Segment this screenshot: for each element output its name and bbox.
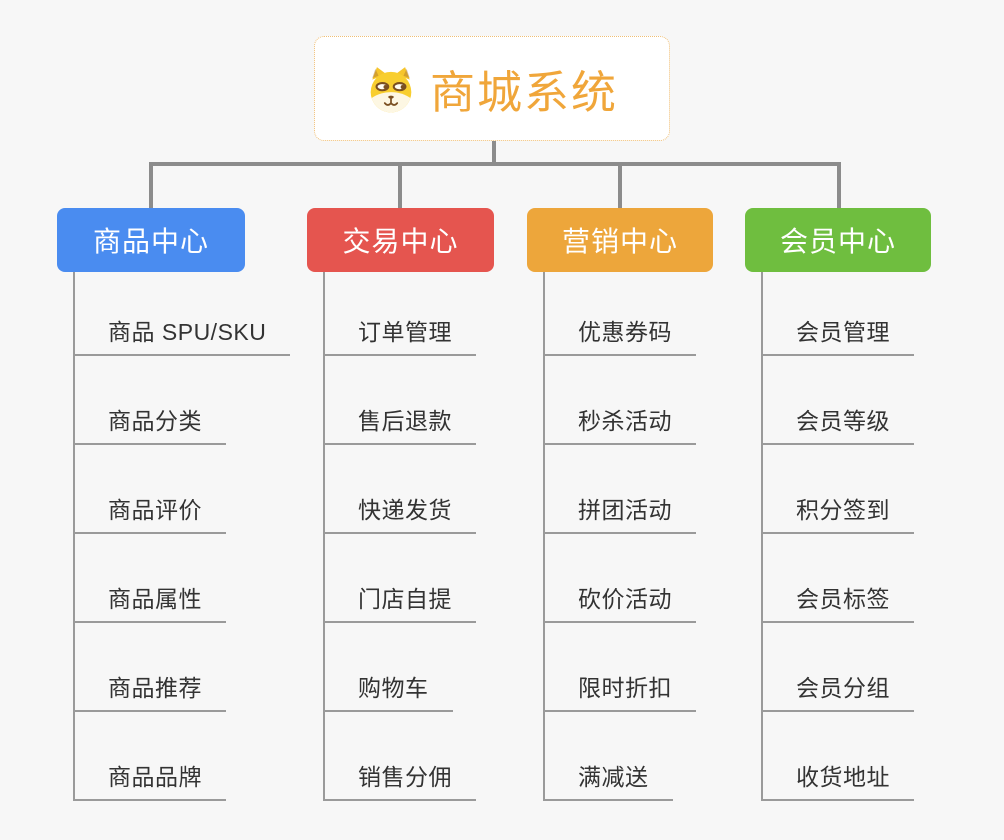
mindmap-item[interactable]: 拼团活动 xyxy=(545,445,696,534)
mindmap-item[interactable]: 售后退款 xyxy=(325,356,476,445)
mindmap-item[interactable]: 满减送 xyxy=(545,712,673,801)
branch-children-member-center: 会员管理 会员等级 积分签到 会员标签 会员分组 收货地址 xyxy=(761,272,914,801)
connector-drop-marketing xyxy=(618,166,622,208)
connector-drop-products xyxy=(149,166,153,208)
mindmap-item[interactable]: 购物车 xyxy=(325,623,453,712)
connector-drop-trade xyxy=(398,166,402,208)
mindmap-item[interactable]: 会员分组 xyxy=(763,623,914,712)
branch-node-product-center[interactable]: 商品中心 xyxy=(57,208,245,272)
mindmap-item[interactable]: 会员管理 xyxy=(763,272,914,356)
branch-node-member-center[interactable]: 会员中心 xyxy=(745,208,931,272)
mindmap-item[interactable]: 销售分佣 xyxy=(325,712,476,801)
mindmap-item[interactable]: 会员等级 xyxy=(763,356,914,445)
shiba-dog-icon xyxy=(370,66,412,112)
mindmap-item[interactable]: 砍价活动 xyxy=(545,534,696,623)
mindmap-item[interactable]: 限时折扣 xyxy=(545,623,696,712)
branch-label: 会员中心 xyxy=(779,226,896,257)
branch-node-trade-center[interactable]: 交易中心 xyxy=(307,208,494,272)
branch-label: 交易中心 xyxy=(342,226,459,257)
branch-label: 商品中心 xyxy=(92,226,209,257)
mindmap-item[interactable]: 门店自提 xyxy=(325,534,476,623)
connector-drop-members xyxy=(837,166,841,208)
branch-children-marketing-center: 优惠券码 秒杀活动 拼团活动 砍价活动 限时折扣 满减送 xyxy=(543,272,696,801)
connector-root-stub xyxy=(492,141,496,162)
mindmap-item[interactable]: 商品分类 xyxy=(75,356,226,445)
mindmap-item[interactable]: 商品品牌 xyxy=(75,712,226,801)
mindmap-item[interactable]: 快递发货 xyxy=(325,445,476,534)
mindmap-item[interactable]: 商品属性 xyxy=(75,534,226,623)
mindmap-item[interactable]: 商品评价 xyxy=(75,445,226,534)
mindmap-item[interactable]: 秒杀活动 xyxy=(545,356,696,445)
branch-node-marketing-center[interactable]: 营销中心 xyxy=(527,208,713,272)
branch-children-trade-center: 订单管理 售后退款 快递发货 门店自提 购物车 销售分佣 xyxy=(323,272,476,801)
mindmap-item[interactable]: 订单管理 xyxy=(325,272,476,356)
root-node[interactable]: 商城系统 xyxy=(314,36,670,141)
mindmap-item[interactable]: 优惠券码 xyxy=(545,272,696,356)
root-title: 商城系统 xyxy=(429,67,618,118)
mindmap-item[interactable]: 会员标签 xyxy=(763,534,914,623)
mindmap-item[interactable]: 商品推荐 xyxy=(75,623,226,712)
branch-label: 营销中心 xyxy=(561,226,678,257)
mindmap-item[interactable]: 商品 SPU/SKU xyxy=(75,272,291,356)
mindmap-item[interactable]: 收货地址 xyxy=(763,712,914,801)
branch-children-product-center: 商品 SPU/SKU 商品分类 商品评价 商品属性 商品推荐 商品品牌 xyxy=(73,272,291,801)
connector-horizontal-bar xyxy=(149,162,841,166)
mindmap-item[interactable]: 积分签到 xyxy=(763,445,914,534)
